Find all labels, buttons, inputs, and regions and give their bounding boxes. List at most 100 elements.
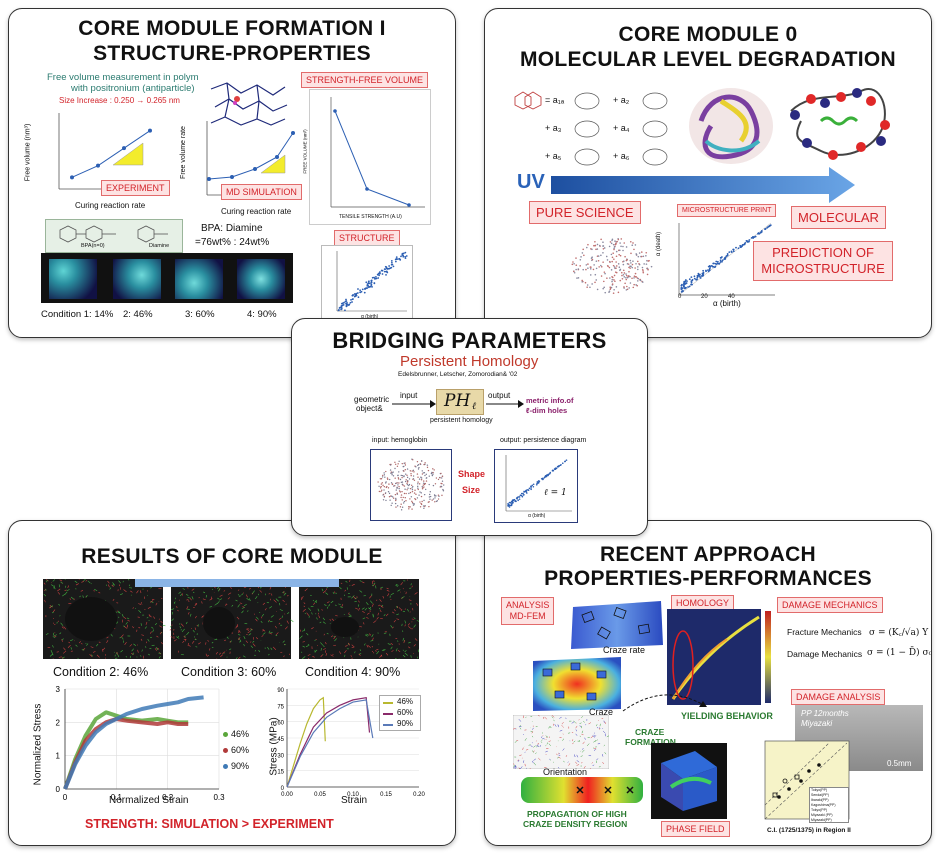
blob-point	[600, 275, 603, 277]
structure-point	[367, 281, 370, 283]
texture-stroke	[191, 596, 194, 600]
structure-point	[401, 254, 404, 256]
exp-legend-90: 90%	[397, 719, 414, 728]
hemo-point	[435, 477, 438, 479]
hemo-point	[379, 487, 382, 489]
structure-point	[340, 306, 343, 308]
texture-stroke	[312, 655, 315, 658]
blob-point	[598, 244, 601, 247]
mid-pd-point	[558, 464, 560, 467]
texture-stroke	[235, 625, 238, 629]
hemo-point	[411, 500, 413, 503]
texture-stroke	[92, 651, 96, 653]
orientation-stroke	[581, 716, 583, 719]
blob-point	[615, 261, 617, 263]
texture-stroke	[252, 643, 256, 647]
texture-stroke	[117, 654, 120, 658]
texture-stroke	[217, 588, 221, 592]
pd-point	[748, 240, 750, 243]
texture-stroke	[96, 643, 99, 647]
texture-stroke	[260, 616, 263, 619]
texture-stroke	[58, 603, 61, 606]
structure-birth-label: α (birth)	[361, 314, 379, 320]
texture-stroke	[344, 650, 347, 654]
texture-stroke	[339, 586, 342, 590]
hemo-point	[428, 505, 430, 508]
texture-stroke	[181, 628, 185, 633]
texture-stroke	[378, 604, 381, 607]
ci-legend-1: Tokyo(PP)	[811, 788, 828, 792]
exp-ytick: 15	[277, 770, 284, 776]
texture-stroke	[62, 656, 65, 659]
texture-stroke	[334, 604, 337, 607]
blob-point	[636, 284, 639, 287]
mid-pd-point	[530, 488, 532, 491]
texture-stroke	[320, 647, 323, 651]
hemo-point	[441, 477, 443, 479]
texture-stroke	[171, 618, 175, 621]
sim-series-60%	[63, 717, 189, 790]
blob-point	[614, 243, 617, 246]
texture-stroke	[207, 640, 209, 642]
structure-point	[338, 309, 340, 311]
texture-stroke	[287, 612, 290, 615]
texture-stroke	[401, 630, 404, 633]
texture-stroke	[275, 634, 278, 637]
hemo-point	[400, 494, 403, 496]
blob-point	[631, 244, 634, 246]
structure-point	[373, 277, 376, 280]
blob-point	[635, 254, 638, 256]
blob-point	[620, 245, 622, 248]
texture-stroke	[387, 593, 390, 597]
texture-stroke	[147, 638, 150, 642]
texture-stroke	[333, 635, 337, 640]
texture-stroke	[150, 600, 154, 603]
output-persistence: output: persistence diagram	[500, 437, 587, 444]
hemo-point	[405, 473, 407, 475]
texture-stroke	[195, 615, 197, 619]
texture-stroke	[49, 653, 53, 657]
hemo-point	[442, 488, 444, 491]
texture-stroke	[356, 596, 358, 598]
blob-point	[623, 242, 626, 244]
orientation-stroke	[548, 743, 551, 747]
texture-stroke	[396, 613, 399, 616]
texture-stroke	[81, 580, 84, 583]
texture-stroke	[358, 653, 361, 656]
texture-stroke	[319, 621, 322, 624]
hemo-point	[397, 463, 399, 465]
hemo-point	[401, 483, 404, 486]
blob-point	[626, 258, 629, 261]
texture-stroke	[391, 650, 394, 652]
texture-stroke	[279, 609, 283, 611]
blob-point	[632, 242, 634, 244]
blob-point	[622, 249, 624, 252]
texture-stroke	[351, 646, 355, 649]
texture-stroke	[182, 588, 185, 590]
scale-label: 0.5mm	[887, 759, 912, 768]
texture-stroke	[151, 626, 154, 629]
pd-point	[708, 269, 711, 272]
texture-stroke	[102, 647, 106, 651]
texture-stroke	[282, 599, 285, 603]
texture-stroke	[371, 634, 374, 638]
blob-point	[639, 279, 642, 282]
shape-label: Shape	[458, 469, 486, 479]
orientation-stroke	[525, 716, 527, 719]
texture-stroke	[138, 609, 142, 613]
texture-stroke	[366, 633, 369, 636]
texture-stroke	[345, 645, 348, 647]
texture-stroke	[311, 627, 314, 630]
texture-stroke	[306, 632, 309, 636]
hemoglobin-frame	[370, 449, 452, 521]
blob-point	[585, 246, 588, 249]
texture-stroke	[236, 616, 240, 620]
mid-pd-point	[523, 493, 525, 496]
blob-point	[642, 270, 644, 272]
texture-stroke	[89, 654, 93, 657]
texture-stroke	[227, 592, 232, 595]
eq-term-4: + a₄	[613, 123, 630, 133]
blob-point	[575, 268, 577, 271]
structure-point	[346, 301, 348, 304]
texture-stroke	[252, 640, 255, 643]
